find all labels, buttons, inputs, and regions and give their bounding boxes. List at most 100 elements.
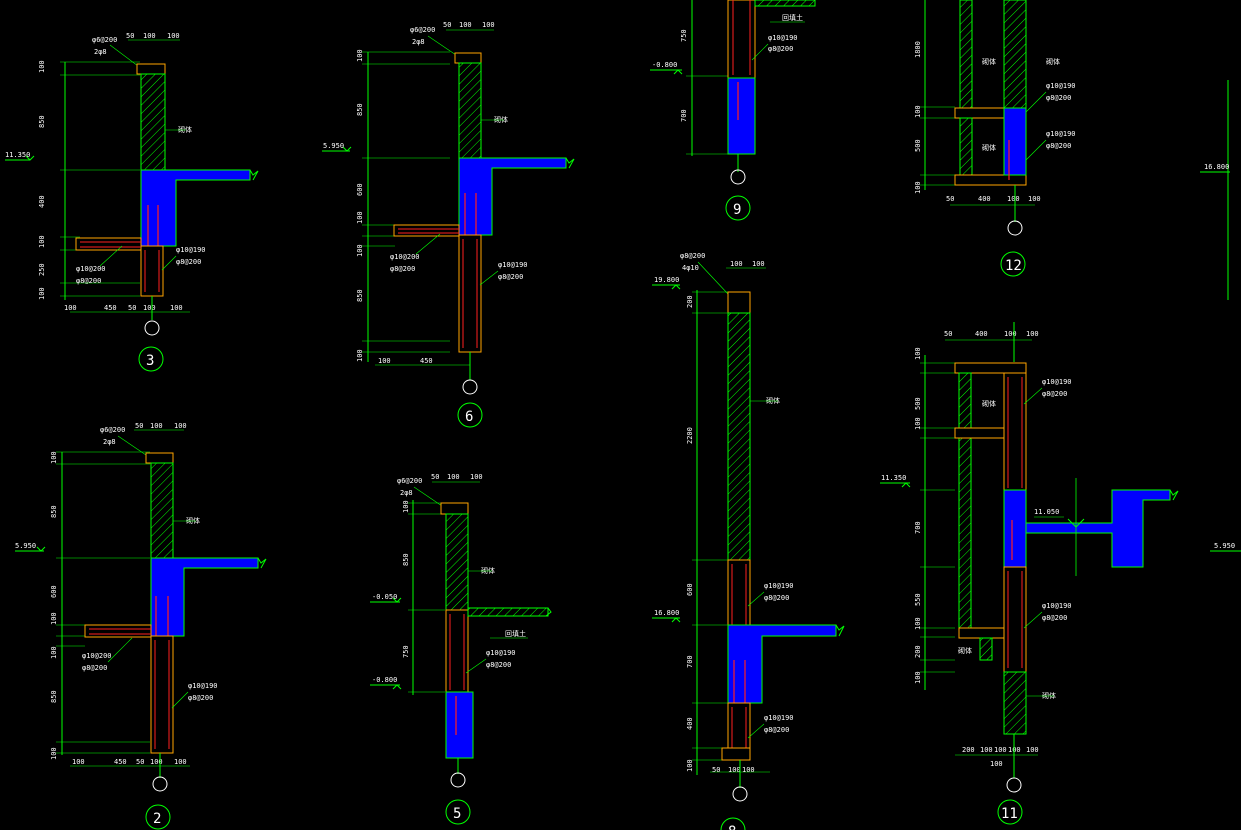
rebar-tag: φ8@200: [176, 258, 201, 266]
wall-label: 砌体: [766, 396, 780, 405]
wall-label: 砌体: [958, 646, 972, 655]
dim-text: 100: [150, 422, 163, 430]
dim-text: 100: [50, 747, 58, 760]
dim-text: 100: [38, 287, 46, 300]
edge-fragment: 16.800 5.950: [1200, 80, 1241, 552]
dim-text: 850: [402, 553, 410, 566]
rebar-tag: φ10@190: [176, 246, 206, 254]
rebar-tag: φ10@190: [486, 649, 516, 657]
dim-text: 100: [143, 304, 156, 312]
rebar-tag: φ10@190: [1046, 130, 1076, 138]
section-number: 8: [728, 824, 736, 830]
rebar-tag: 2φ8: [103, 438, 116, 446]
wall-label: 砌体: [1046, 57, 1060, 66]
dim-text: 100: [730, 260, 743, 268]
level-label: 16.800: [654, 609, 679, 617]
wall-label: 砌体: [982, 399, 996, 408]
dim-text: 100: [356, 49, 364, 62]
rebar-tag: φ8@200: [390, 265, 415, 273]
rebar-tag: φ8@200: [1046, 94, 1071, 102]
dim-text: 400: [978, 195, 991, 203]
dim-text: 700: [680, 109, 688, 122]
dim-text: 450: [114, 758, 127, 766]
dim-text: 100: [1026, 330, 1039, 338]
dim-text: 2200: [686, 427, 694, 444]
section-2: 100 850 600 100 100 850 100 5.950 φ6@200…: [15, 422, 267, 830]
dim-text: 100: [167, 32, 180, 40]
level-label: 11.050: [1034, 508, 1059, 516]
dim-text: 100: [50, 646, 58, 659]
dim-text: 200: [962, 746, 975, 754]
rebar-tag: φ10@200: [390, 253, 420, 261]
rebar-tag: φ10@190: [188, 682, 218, 690]
rebar-tag: φ10@190: [498, 261, 528, 269]
wall-label: 砌体: [186, 516, 200, 525]
dim-text: 200: [914, 645, 922, 658]
dim-text: 400: [686, 717, 694, 730]
dim-text: 100: [914, 671, 922, 684]
level-label: 19.800: [654, 276, 679, 284]
dim-text: 100: [728, 766, 741, 774]
section-number: 11: [1001, 806, 1018, 822]
dim-text: 700: [686, 655, 694, 668]
dim-text: 50: [443, 21, 451, 29]
dim-text: 100: [914, 181, 922, 194]
level-label: 5.950: [323, 142, 344, 150]
section-11: 100 500 100 700 550 100 200 100 11.350 5…: [880, 322, 1179, 825]
dim-text: 850: [50, 690, 58, 703]
section-9: 750 700 -0.800 回填土 φ10@190 φ8@200 9: [650, 0, 816, 221]
dim-text: 100: [143, 32, 156, 40]
rebar-tag: φ8@200: [764, 726, 789, 734]
rebar-tag: 4φ10: [682, 264, 699, 272]
dim-text: 100: [356, 349, 364, 362]
dim-text: 400: [38, 195, 46, 208]
dim-text: 50: [944, 330, 952, 338]
dim-text: 100: [447, 473, 460, 481]
rebar-tag: φ8@200: [498, 273, 523, 281]
level-label: 5.950: [1214, 542, 1235, 550]
section-5: 100 850 750 -0.050 -0.800 φ6@200 2φ8 50 …: [370, 473, 552, 825]
level-label: 11.350: [881, 474, 906, 482]
dim-text: 750: [402, 645, 410, 658]
level-label: 16.800: [1204, 163, 1229, 171]
section-3: 100 850 400 100 250 100 11.350 φ6@200 2φ…: [5, 32, 259, 372]
wall-label: 砌体: [494, 115, 508, 124]
dim-text: 100: [914, 617, 922, 630]
wall-label: 砌体: [982, 143, 996, 152]
wall-label: 砌体: [481, 566, 495, 575]
rebar-tag: φ8@200: [486, 661, 511, 669]
dim-text: 500: [914, 397, 922, 410]
level-label: 5.950: [15, 542, 36, 550]
dim-text: 100: [1028, 195, 1041, 203]
section-number: 3: [146, 353, 154, 369]
dim-text: 100: [64, 304, 77, 312]
dim-text: 100: [378, 357, 391, 365]
dim-text: 100: [914, 347, 922, 360]
rebar-tag: φ8@200: [1046, 142, 1071, 150]
rebar-tag: φ8@200: [764, 594, 789, 602]
section-number: 9: [733, 202, 741, 218]
section-12: 1800 100 500 100 砌体 砌体 砌体 φ10@190 φ8@200…: [914, 0, 1076, 277]
dim-text: 400: [975, 330, 988, 338]
rebar-tag: φ8@200: [82, 664, 107, 672]
section-6: 100 850 600 100 100 850 100 5.950 φ6@200…: [322, 21, 575, 428]
dim-text: 100: [38, 235, 46, 248]
dim-text: 600: [686, 583, 694, 596]
dim-text: 100: [170, 304, 183, 312]
dim-text: 100: [174, 422, 187, 430]
rebar-tag: φ8@200: [680, 252, 705, 260]
dim-text: 100: [356, 211, 364, 224]
dim-text: 100: [50, 451, 58, 464]
dim-text: 850: [356, 103, 364, 116]
rebar-tag: φ10@190: [764, 582, 794, 590]
dim-text: 700: [914, 521, 922, 534]
dim-text: 550: [914, 593, 922, 606]
section-8: 200 2200 600 700 400 100 19.800 16.800 φ…: [652, 252, 845, 830]
rebar-tag: 2φ8: [412, 38, 425, 46]
dim-text: 850: [356, 289, 364, 302]
dim-text: 50: [712, 766, 720, 774]
rebar-tag: φ6@200: [100, 426, 125, 434]
dim-text: 750: [680, 29, 688, 42]
rebar-tag: φ6@200: [410, 26, 435, 34]
dim-text: 850: [38, 115, 46, 128]
